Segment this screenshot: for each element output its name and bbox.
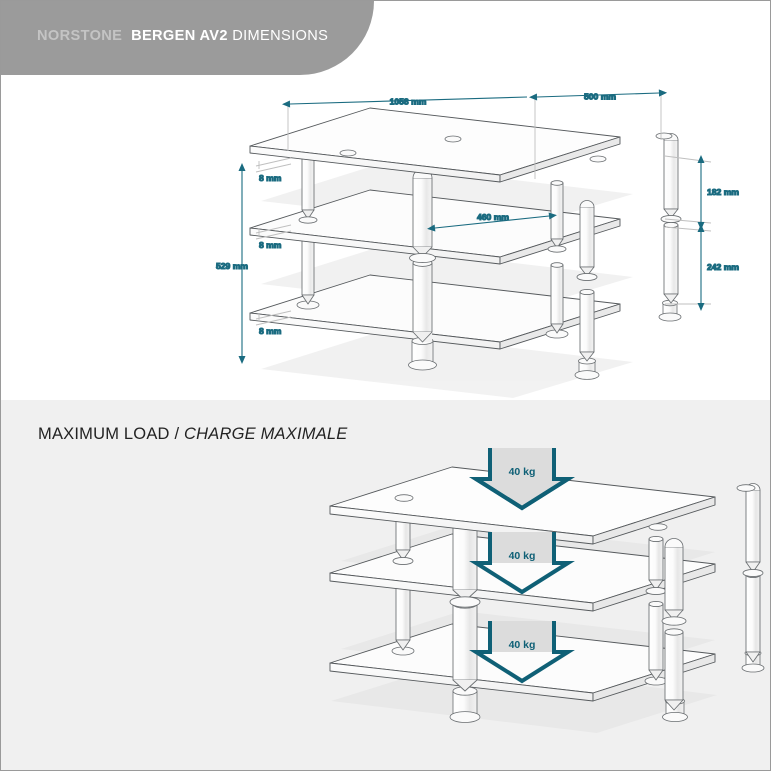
dim-gap-upper-label: 182 mm: [707, 187, 739, 197]
leg-caps-top: [339, 132, 673, 163]
header-banner: [1, 1, 374, 75]
shelf-top: [249, 107, 621, 183]
max-load-title-fr: CHARGE MAXIMALE: [184, 425, 348, 443]
dim-thickness-bottom-label: 8 mm: [259, 326, 282, 336]
dim-total-height-label: 529 mm: [216, 261, 248, 271]
legs-upper-tier: [298, 133, 682, 282]
max-load-title: MAXIMUM LOAD / CHARGE MAXIMALE: [38, 426, 347, 443]
dimensions-panel: NORSTONE BERGEN AV2 DIMENSIONS: [1, 1, 770, 400]
max-load-panel: [1, 400, 770, 770]
legs-lower-tier: [301, 221, 679, 362]
dimension-annotations: 1058 mm 500 mm 8 mm 8 mm: [215, 89, 740, 364]
section-label: DIMENSIONS: [232, 28, 329, 44]
dim-gap-lower-label: 242 mm: [707, 262, 739, 272]
dim-thickness-top-label: 8 mm: [259, 173, 282, 183]
max-load-title-separator: /: [169, 425, 185, 443]
furniture-isometric-dimensions: [249, 107, 682, 398]
max-load-title-en: MAXIMUM LOAD: [38, 425, 170, 443]
dim-width-label: 1058 mm: [390, 97, 427, 107]
dimensions-drawing: 1058 mm 500 mm 8 mm 8 mm: [215, 89, 740, 398]
page-title: NORSTONE BERGEN AV2 DIMENSIONS: [37, 29, 328, 44]
brand-label: NORSTONE: [37, 28, 123, 44]
dim-leg-spacing-label: 460 mm: [477, 212, 509, 222]
model-label: BERGEN AV2: [131, 28, 228, 44]
dim-thickness-middle-label: 8 mm: [259, 240, 282, 250]
feet-bottom: [296, 299, 682, 380]
dim-depth-label: 500 mm: [584, 92, 616, 102]
